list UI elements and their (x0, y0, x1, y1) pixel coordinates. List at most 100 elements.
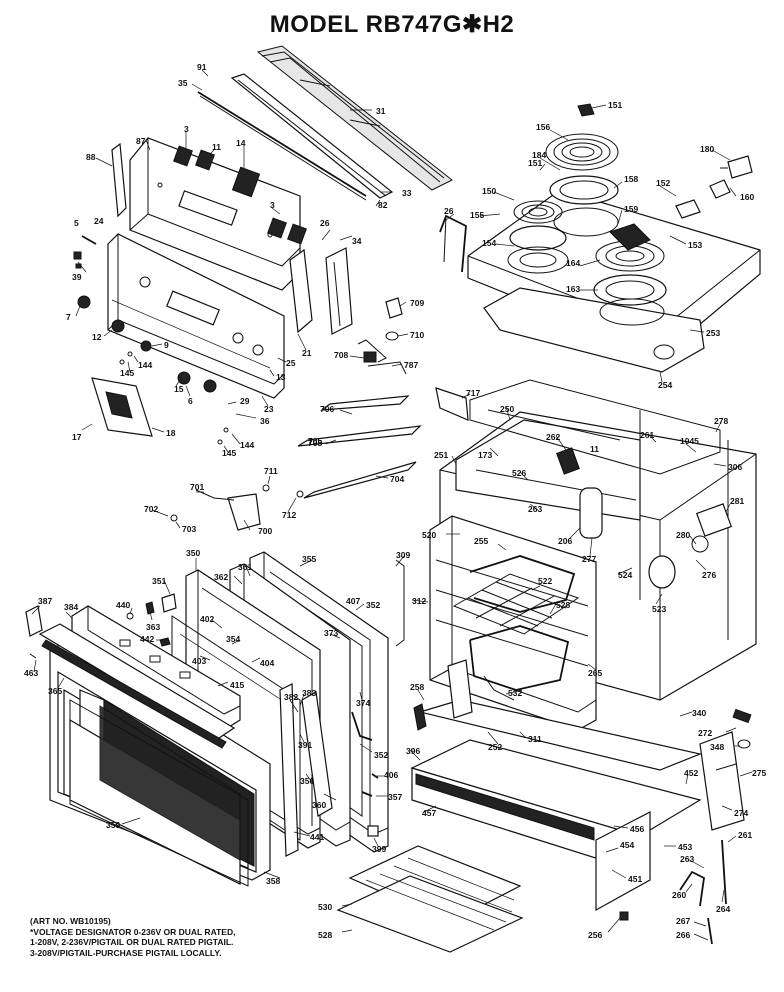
part-label: 82 (378, 200, 388, 210)
part-label: 456 (630, 824, 644, 834)
part-label: 262 (546, 432, 560, 442)
part-label: 373 (324, 628, 338, 638)
top-trim-strip (256, 45, 453, 191)
part-label: 258 (410, 682, 424, 692)
part-label: 24 (94, 216, 104, 226)
part-label: 441 (310, 832, 324, 842)
part-label: 164 (566, 258, 580, 268)
part-label: 358 (266, 876, 280, 886)
part-label: 151 (608, 100, 622, 110)
part-label: 442 (140, 634, 154, 644)
storage-drawer (410, 699, 703, 912)
part-label: 404 (260, 658, 274, 668)
side-brackets (732, 708, 752, 749)
part-label: 454 (620, 840, 634, 850)
voltage-note-line-2: 1-208V, 2-236V/PIGTAIL OR DUAL RATED PIG… (30, 937, 234, 947)
part-label: 311 (528, 734, 542, 744)
part-label: 6 (188, 396, 193, 406)
part-label: 145 (222, 448, 236, 458)
control-switches (173, 145, 307, 245)
part-label: 3 (184, 124, 189, 134)
part-label: 522 (538, 576, 552, 586)
part-label: 3 (270, 200, 275, 210)
part-label: 705 (308, 438, 322, 448)
part-label: 87 (136, 136, 146, 146)
part-label: 403 (192, 656, 206, 666)
part-label: 382 (284, 692, 298, 702)
broiler-pan (336, 845, 524, 953)
part-label: 150 (482, 186, 496, 196)
part-label: 34 (352, 236, 362, 246)
part-label: 415 (230, 680, 244, 690)
part-label: 348 (710, 742, 724, 752)
part-label: 312 (412, 596, 426, 606)
part-label: 528 (556, 600, 570, 610)
part-number-labels: 91 35 31 151 156 87 3 11 14 180 88 33 82… (24, 62, 766, 940)
page-title: MODEL RB747G✱H2 (269, 11, 515, 38)
part-label: 787 (404, 360, 418, 370)
part-label: 180 (700, 144, 714, 154)
part-label: 255 (474, 536, 488, 546)
part-label: 453 (678, 842, 692, 852)
part-label: 355 (302, 554, 316, 564)
part-label: 254 (658, 380, 672, 390)
part-label: 717 (466, 388, 480, 398)
oven-rails (297, 339, 469, 499)
part-label: 702 (144, 504, 158, 514)
part-label: 158 (624, 174, 638, 184)
part-label: 88 (86, 152, 96, 162)
part-label: 12 (92, 332, 102, 342)
part-label: 26 (444, 206, 454, 216)
left-side-bracket (111, 142, 127, 218)
part-label: 457 (422, 808, 436, 818)
part-label: 709 (410, 298, 424, 308)
door-latch-assembly (170, 297, 403, 531)
part-label: 452 (684, 768, 698, 778)
part-label: 18 (166, 428, 176, 438)
part-label: 144 (138, 360, 152, 370)
part-label: 267 (676, 916, 690, 926)
part-label: 173 (478, 450, 492, 460)
part-label: 276 (702, 570, 716, 580)
part-label: 11 (590, 444, 599, 454)
part-label: 387 (38, 596, 52, 606)
part-label: 9 (164, 340, 169, 350)
part-label: 396 (406, 746, 420, 756)
part-label: 17 (72, 432, 82, 442)
part-label: 184 (532, 150, 546, 160)
part-label: 5 (74, 218, 79, 228)
part-label: 160 (740, 192, 754, 202)
part-label: 532 (508, 688, 522, 698)
part-label: 274 (734, 808, 748, 818)
footnotes: (ART NO. WB10195) *VOLTAGE DESIGNATOR 0-… (30, 916, 360, 958)
door-small-hardware (126, 593, 379, 837)
part-label: 272 (698, 728, 712, 738)
part-label: 151 (528, 158, 542, 168)
part-label: 451 (628, 874, 642, 884)
door-window-glass (69, 689, 255, 887)
part-label: 25 (286, 358, 296, 368)
part-label: 281 (730, 496, 744, 506)
part-label: 13 (276, 372, 286, 382)
voltage-note-line-3: 3-208V/PIGTAIL-PURCHASE PIGTAIL LOCALLY. (30, 947, 222, 958)
part-label: 356 (300, 776, 314, 786)
part-label: 256 (588, 930, 602, 940)
part-label: 263 (528, 504, 542, 514)
part-label: 265 (588, 668, 602, 678)
part-label: 11 (212, 142, 221, 152)
hinge-brackets-387 (25, 605, 43, 659)
part-label: 362 (214, 572, 228, 582)
part-label: 384 (64, 602, 78, 612)
part-label: 463 (24, 668, 38, 678)
part-label: 261 (738, 830, 752, 840)
part-label: 1045 (680, 436, 699, 446)
part-label: 253 (706, 328, 720, 338)
bake-element (469, 625, 570, 691)
part-label: 23 (264, 404, 274, 414)
part-label: 383 (302, 688, 316, 698)
part-label: 163 (566, 284, 580, 294)
part-label: 700 (258, 526, 272, 536)
part-label: 29 (240, 396, 250, 406)
door-side-strip-360 (301, 691, 333, 817)
